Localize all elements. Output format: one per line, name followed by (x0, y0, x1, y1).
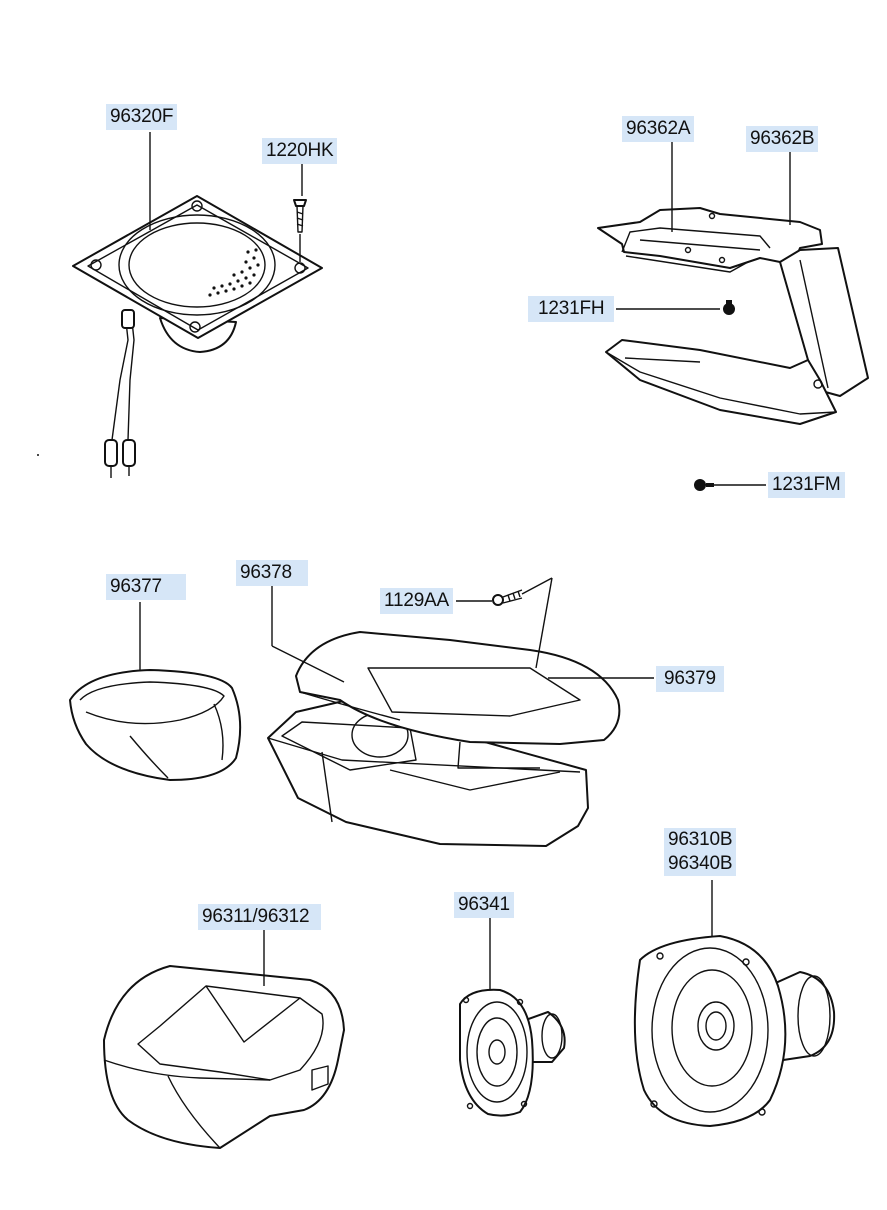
label-96310B[interactable]: 96310B (664, 828, 737, 852)
console-assembly (267, 631, 621, 847)
screw-1231FM (694, 479, 714, 491)
leader-96378-diag (271, 645, 345, 683)
speaker-small-96341 (459, 988, 566, 1117)
label-96320F[interactable]: 96320F (106, 104, 178, 130)
label-96311-96312[interactable]: 96311/96312 (198, 904, 322, 930)
label-96378[interactable]: 96378 (236, 560, 308, 586)
speaker-square-96320F (72, 195, 323, 478)
label-1220HK[interactable]: 1220HK (262, 138, 338, 164)
label-1231FM[interactable]: 1231FM (768, 472, 845, 498)
label-96362B[interactable]: 96362B (746, 126, 819, 152)
console-cover-96311-96312 (103, 965, 345, 1149)
stray-dot (37, 454, 39, 456)
label-96379[interactable]: 96379 (656, 666, 724, 692)
label-96341[interactable]: 96341 (454, 892, 514, 918)
bracket-assembly (597, 207, 869, 425)
label-96362A[interactable]: 96362A (622, 116, 695, 142)
screw-1129AA (492, 589, 523, 606)
label-96377[interactable]: 96377 (106, 574, 186, 600)
label-96340B[interactable]: 96340B (664, 852, 737, 876)
speaker-cover-96377 (69, 669, 242, 781)
speaker-large-96310B (633, 935, 836, 1127)
label-1231FH[interactable]: 1231FH (528, 296, 615, 322)
screw-1220HK (293, 199, 307, 233)
label-1129AA[interactable]: 1129AA (380, 588, 454, 614)
screw-1231FH (723, 300, 735, 315)
leader-96379-a (535, 577, 553, 669)
leader-96379-b (521, 577, 553, 595)
